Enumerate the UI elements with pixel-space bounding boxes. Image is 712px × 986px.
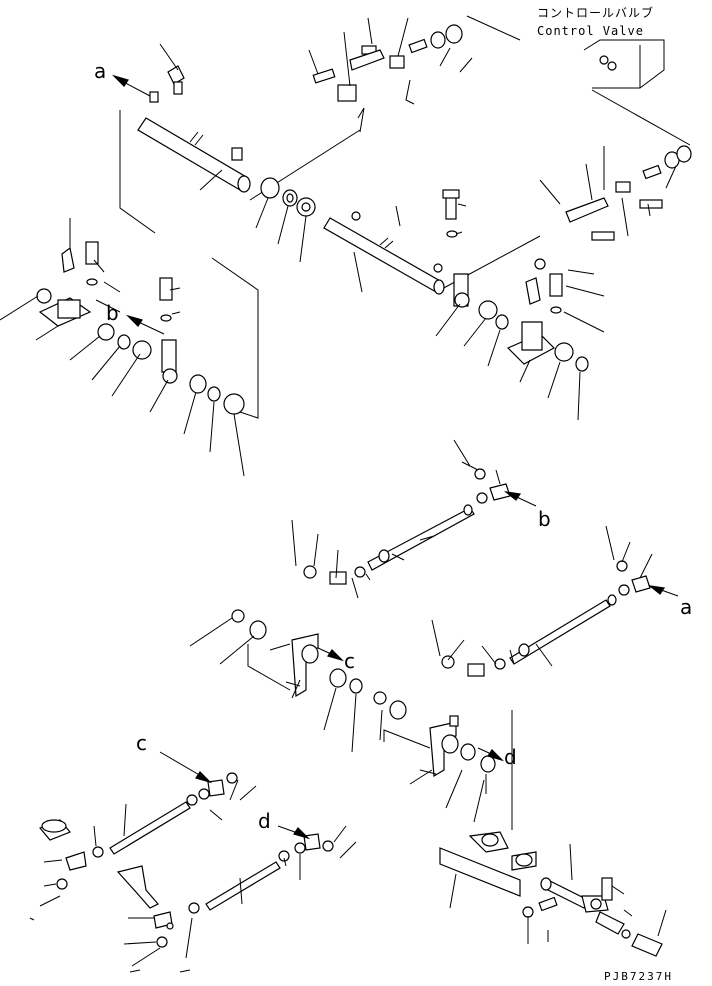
callout-a-top: a — [94, 59, 106, 83]
upper-shaft-assembly — [36, 15, 692, 419]
callout-c-bottom: c — [136, 731, 147, 755]
callout-d-bottom: d — [258, 809, 271, 833]
callout-arrows: a b b a c d c d — [94, 59, 692, 840]
middle-rod-assemblies — [231, 468, 651, 830]
control-valve-label-jp: コントロールバルブ — [537, 5, 654, 20]
callout-c-mid: c — [344, 649, 355, 673]
callout-b-right: b — [538, 507, 551, 531]
drawing-code: PJB7237H — [604, 970, 673, 983]
leader-lines — [0, 17, 677, 973]
lower-assemblies — [39, 772, 663, 957]
control-valve: コントロールバルブ Control Valve — [537, 5, 665, 89]
callout-a-right: a — [680, 595, 692, 619]
control-valve-label-en: Control Valve — [537, 24, 644, 38]
callout-d-mid: d — [504, 745, 517, 769]
callout-b-left: b — [106, 301, 119, 325]
